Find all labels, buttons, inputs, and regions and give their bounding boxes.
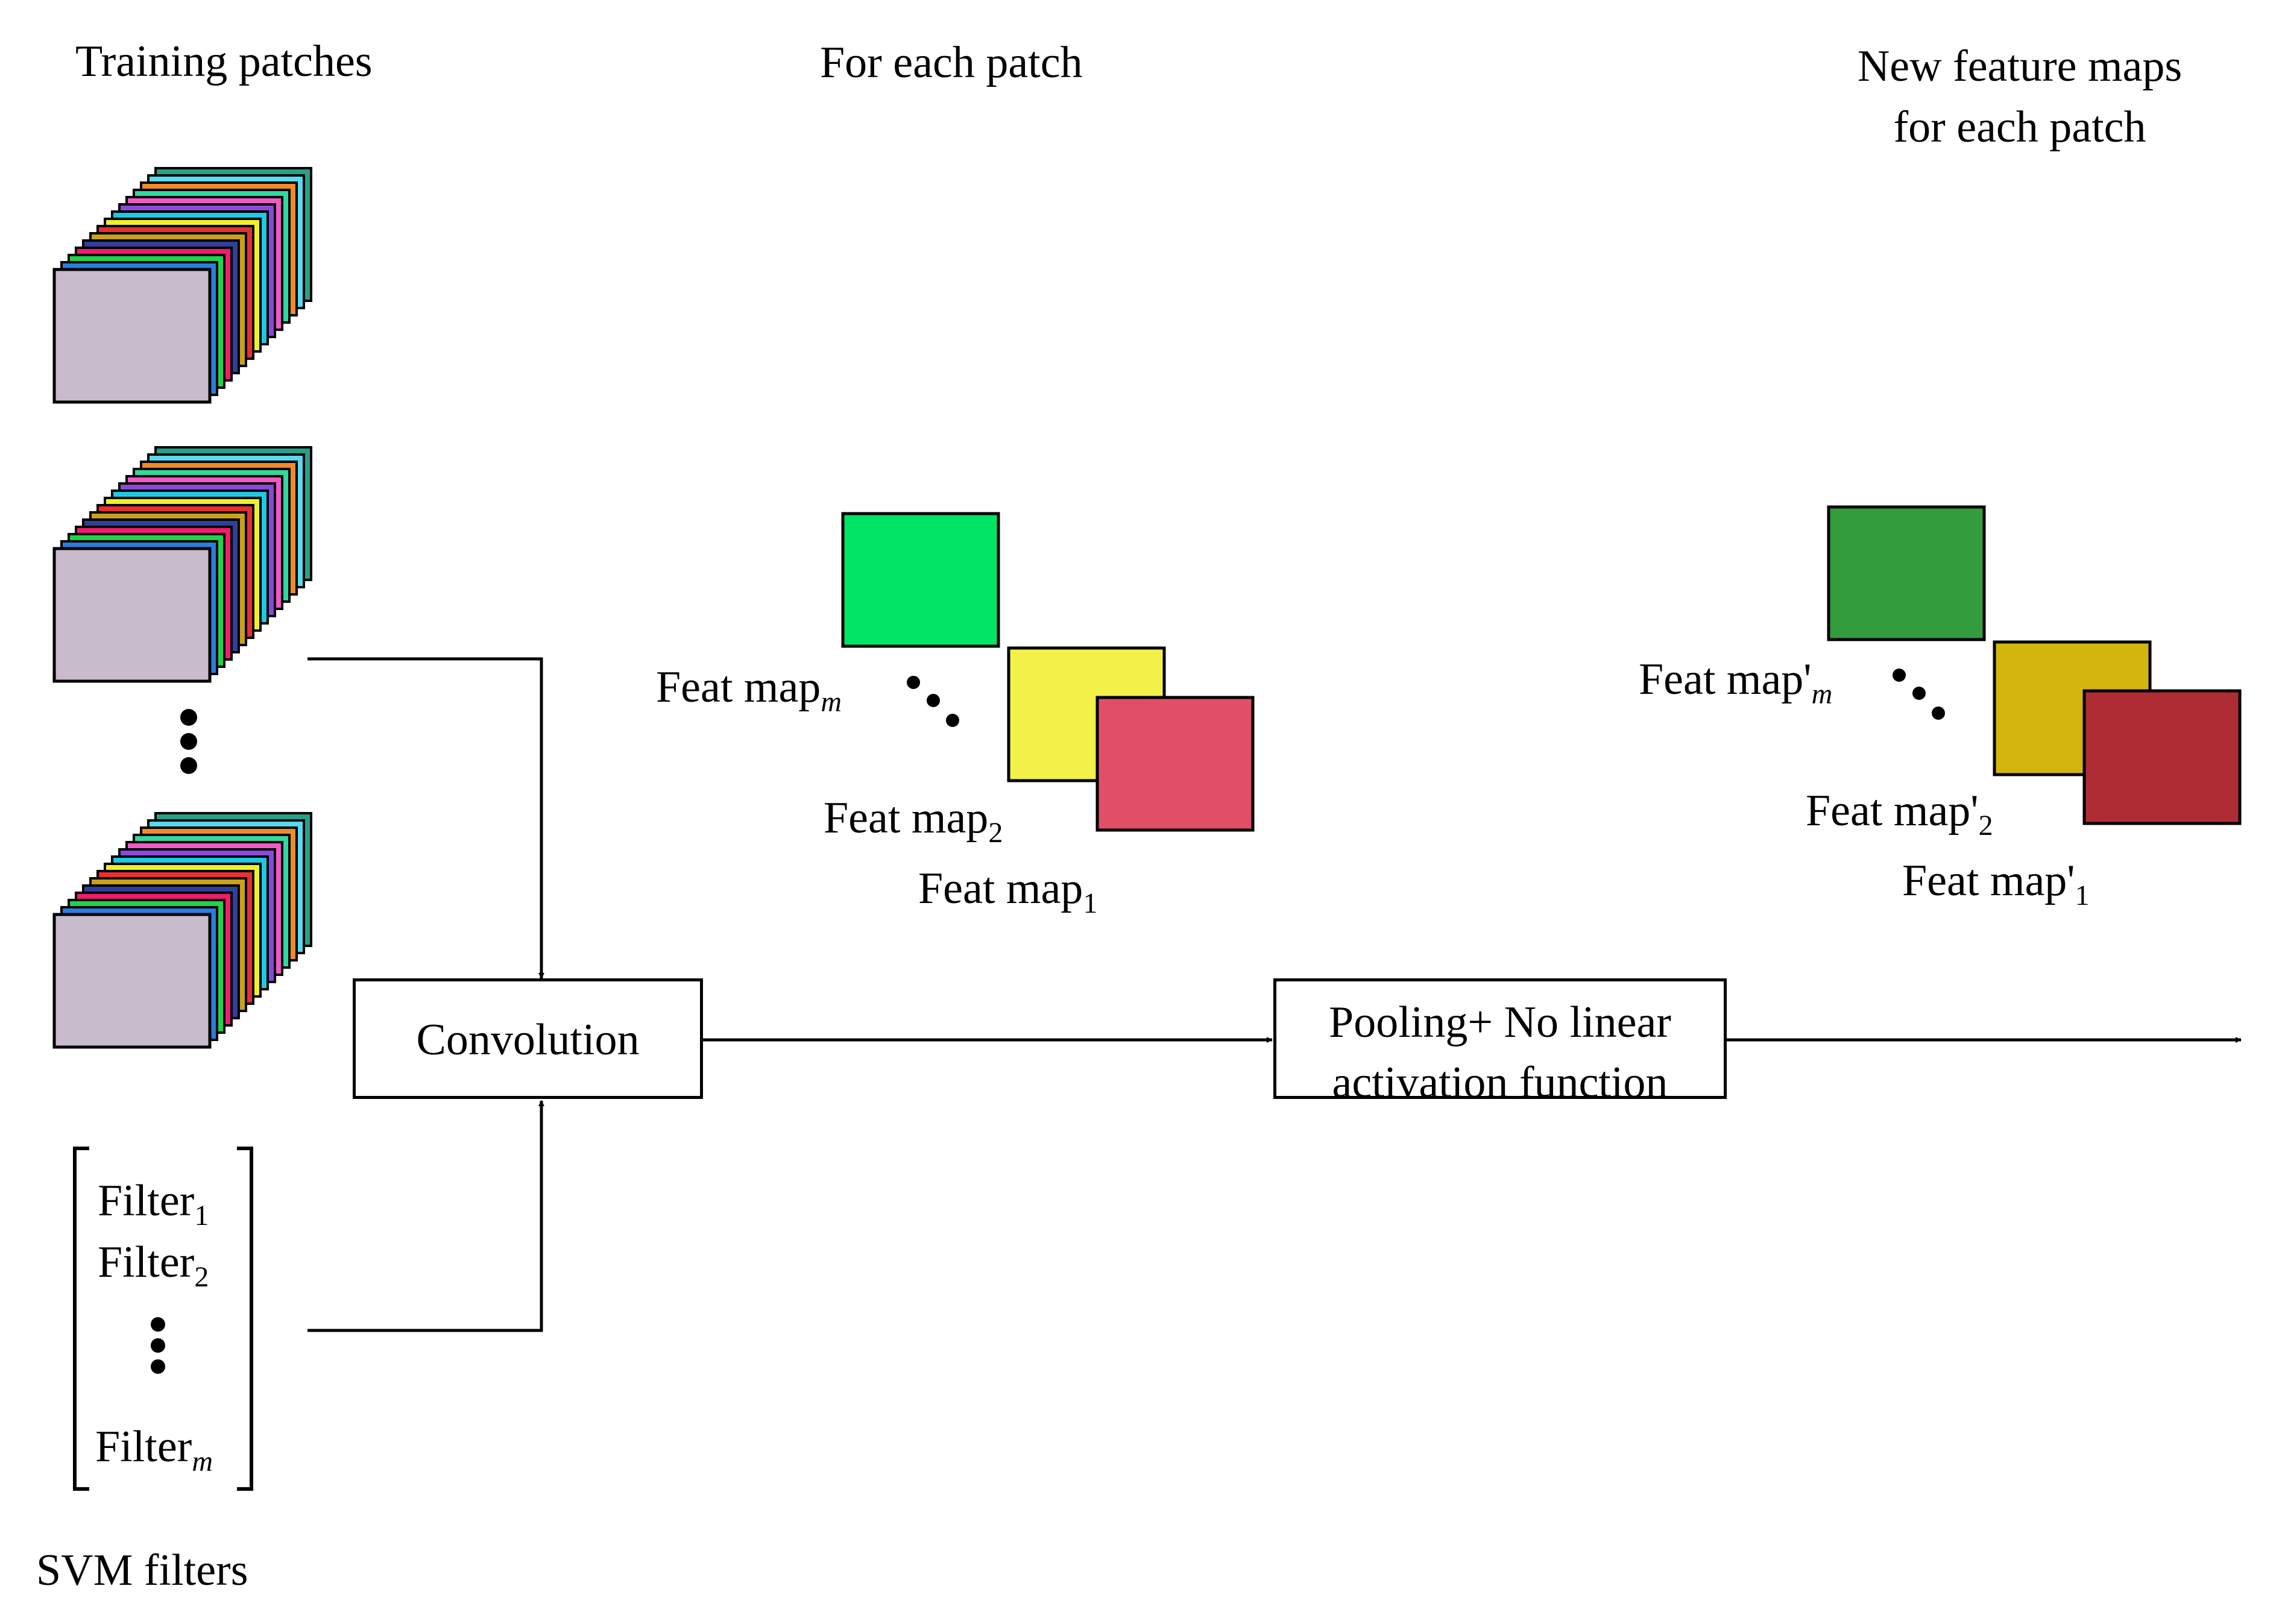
patch-front bbox=[52, 268, 212, 404]
filters-ellipsis bbox=[151, 1317, 165, 1374]
new-feature-map-2-label: Feat map'2 bbox=[1806, 786, 1993, 842]
feature-map-m bbox=[841, 512, 1000, 648]
filter-1-label: Filter1 bbox=[98, 1176, 209, 1232]
patches-ellipsis bbox=[180, 709, 197, 774]
filters-bracket bbox=[73, 1147, 253, 1491]
feature-maps-ellipsis bbox=[907, 676, 959, 727]
feature-map-m-label: Feat mapm bbox=[656, 663, 842, 718]
patches-to-convolution-arrow bbox=[307, 657, 544, 979]
filter-m-label: Filterm bbox=[95, 1422, 213, 1478]
pooling-activation-box: Pooling+ No linear activation function bbox=[1273, 978, 1727, 1107]
patch-front bbox=[52, 547, 212, 683]
filter-2-label: Filter2 bbox=[98, 1238, 209, 1293]
convolution-label: Convolution bbox=[416, 1015, 640, 1065]
new-feature-map-1 bbox=[2082, 689, 2242, 825]
pooling-label-line1: Pooling+ No linear bbox=[1329, 998, 1671, 1047]
pooling-label-line2: activation function bbox=[1332, 1058, 1668, 1107]
svm-filters-caption: SVM filters bbox=[36, 1546, 248, 1595]
training-patch-stack-1 bbox=[52, 167, 312, 404]
pooling-activation-label: Pooling+ No linear activation function bbox=[1276, 992, 1724, 1113]
feature-map-1-label: Feat map1 bbox=[918, 864, 1098, 919]
convolution-box: Convolution bbox=[353, 978, 703, 1099]
header-for-each-patch: For each patch bbox=[820, 38, 1083, 87]
header-new-feature-maps: New feature maps for each patch bbox=[1809, 36, 2231, 158]
header-new-feature-maps-line1: New feature maps bbox=[1857, 42, 2183, 91]
training-patch-stack-3 bbox=[52, 812, 312, 1049]
header-new-feature-maps-line2: for each patch bbox=[1893, 102, 2146, 152]
training-patch-stack-2 bbox=[52, 446, 312, 683]
new-feature-map-m-label: Feat map'm bbox=[1639, 655, 1833, 710]
filters-to-convolution-arrow bbox=[307, 1100, 544, 1332]
new-feature-map-1-label: Feat map'1 bbox=[1902, 856, 2090, 911]
header-training-patches: Training patches bbox=[75, 37, 373, 86]
patch-front bbox=[52, 913, 212, 1049]
feature-map-1 bbox=[1095, 696, 1255, 832]
new-feature-maps-ellipsis bbox=[1893, 669, 1945, 720]
feature-map-2-label: Feat map2 bbox=[824, 793, 1003, 849]
new-feature-map-m bbox=[1827, 505, 1986, 641]
